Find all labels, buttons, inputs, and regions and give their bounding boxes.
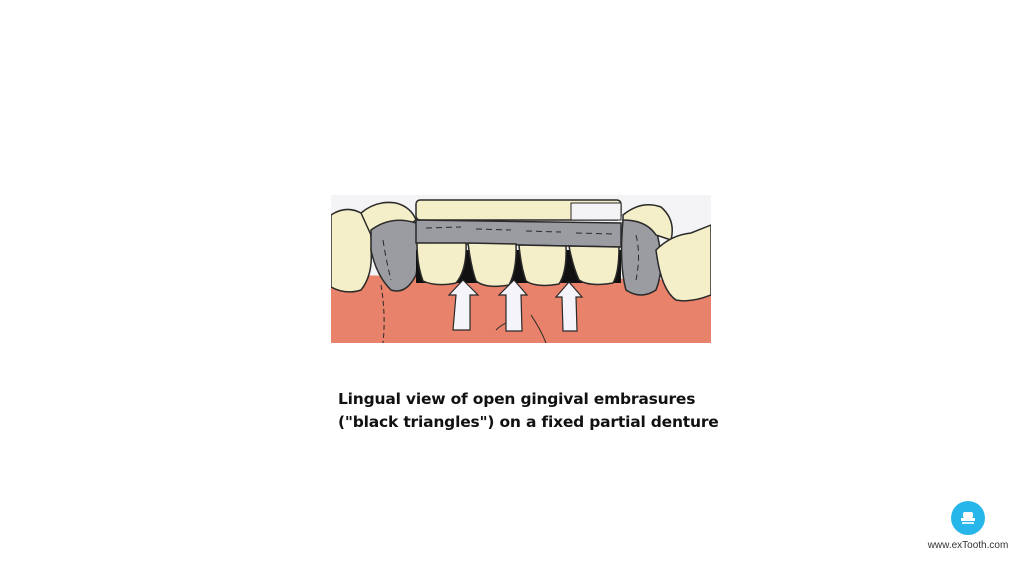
extooth-logo-icon — [951, 501, 985, 535]
figure-caption: Lingual view of open gingival embrasures… — [338, 388, 758, 434]
caption-line-2: ("black triangles") on a fixed partial d… — [338, 413, 719, 431]
caption-line-1: Lingual view of open gingival embrasures — [338, 390, 696, 408]
dental-illustration — [331, 195, 711, 343]
website-url: www.exTooth.com — [927, 540, 1009, 551]
